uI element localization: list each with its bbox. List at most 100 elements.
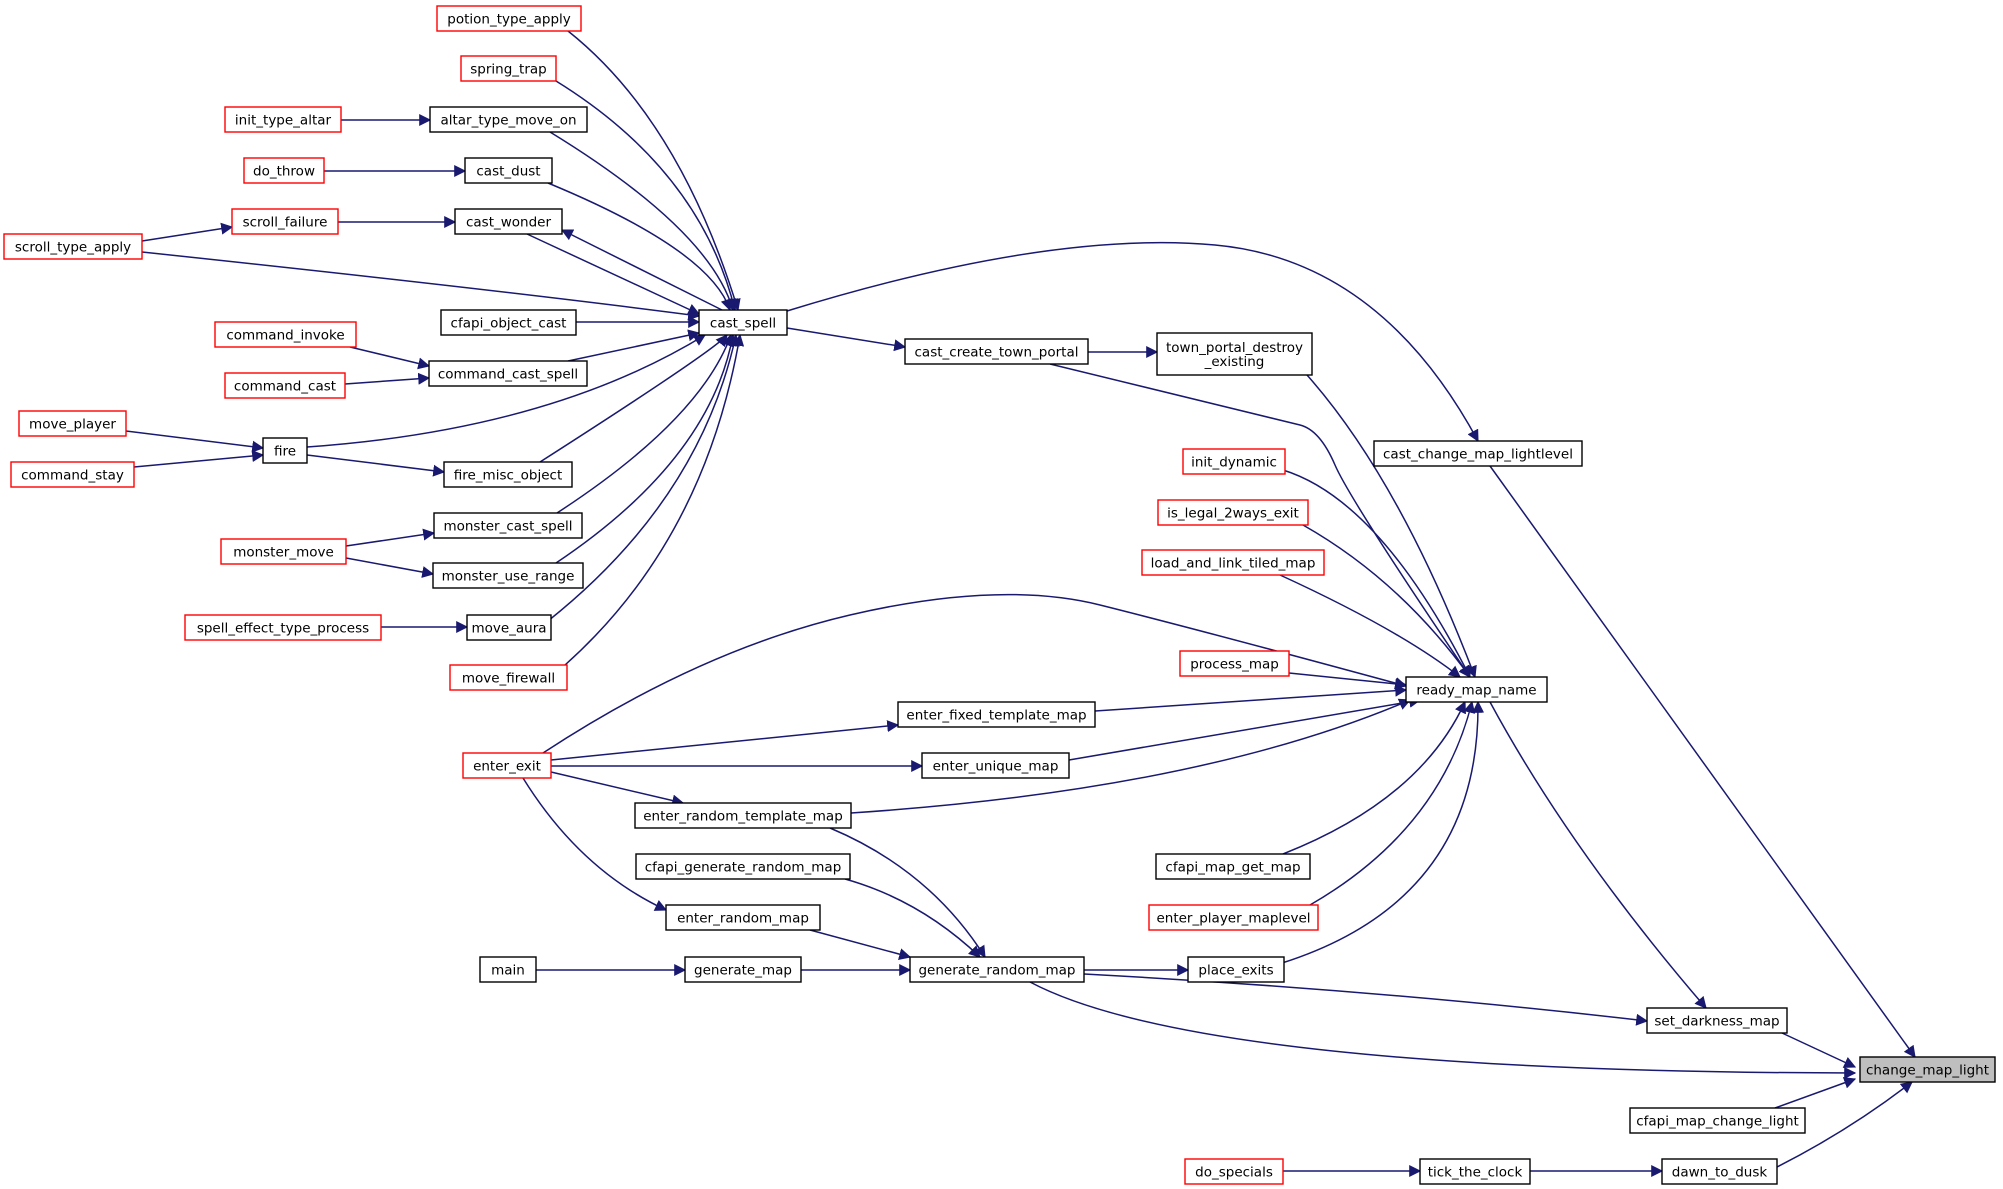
node-box bbox=[909, 956, 1085, 983]
node-box bbox=[1405, 676, 1548, 703]
node-label: move_player bbox=[29, 417, 116, 433]
node-monster-cast-spell[interactable]: monster_cast_spell bbox=[433, 512, 583, 539]
edge-line bbox=[1489, 465, 1916, 1058]
node-generate-map[interactable]: generate_map bbox=[684, 956, 802, 983]
node-cfapi-map-change-light[interactable]: cfapi_map_change_light bbox=[1629, 1107, 1806, 1134]
node-dawn-to-dusk[interactable]: dawn_to_dusk bbox=[1661, 1158, 1778, 1185]
node-enter-unique-map[interactable]: enter_unique_map bbox=[921, 752, 1070, 779]
node-cfapi-map-get-map[interactable]: cfapi_map_get_map bbox=[1155, 853, 1311, 880]
node-box bbox=[1148, 904, 1319, 931]
edge-line bbox=[539, 334, 728, 463]
node-command-cast-spell[interactable]: command_cast_spell bbox=[428, 360, 588, 387]
node-generate-random-map[interactable]: generate_random_map bbox=[909, 956, 1085, 983]
node-label: cfapi_object_cast bbox=[451, 316, 567, 332]
node-potion-type-apply[interactable]: potion_type_apply bbox=[436, 5, 582, 32]
node-cast-change-map-lightlevel[interactable]: cast_change_map_lightlevel bbox=[1373, 440, 1583, 467]
node-label: generate_random_map bbox=[918, 963, 1075, 979]
edge-scroll_type_apply-to-cast_spell bbox=[141, 251, 701, 321]
edge-fire-to-cast_spell bbox=[306, 334, 707, 448]
node-scroll-type-apply[interactable]: scroll_type_apply bbox=[3, 233, 143, 260]
node-command-cast[interactable]: command_cast bbox=[224, 372, 346, 399]
node-label: set_darkness_map bbox=[1654, 1014, 1779, 1030]
node-label: enter_random_map bbox=[677, 911, 809, 927]
node-altar-type-move-on[interactable]: altar_type_move_on bbox=[429, 106, 588, 133]
edge-cast_create_town_portal-to-ready_map_name bbox=[1049, 363, 1471, 678]
node-enter-fixed-template-map[interactable]: enter_fixed_template_map bbox=[897, 701, 1096, 728]
node-enter-random-template-map[interactable]: enter_random_template_map bbox=[634, 802, 852, 829]
node-box bbox=[18, 410, 127, 437]
node-fire-misc-object[interactable]: fire_misc_object bbox=[443, 461, 573, 488]
node-move-player[interactable]: move_player bbox=[18, 410, 127, 437]
edge-line bbox=[786, 327, 907, 352]
node-scroll-failure[interactable]: scroll_failure bbox=[231, 208, 339, 235]
edge-enter_random_map-to-generate_random_map bbox=[809, 929, 912, 960]
edge-line bbox=[560, 229, 723, 311]
node-change-map-light[interactable]: change_map_light bbox=[1859, 1056, 1996, 1083]
edge-cfapi_map_change_light-to-change_map_light bbox=[1774, 1077, 1857, 1109]
node-town-portal-destroy-existing[interactable]: town_portal_destroy_existing bbox=[1156, 332, 1313, 376]
node-do-specials[interactable]: do_specials bbox=[1184, 1158, 1284, 1185]
node-label: altar_type_move_on bbox=[440, 113, 576, 129]
edge-command_invoke-to-command_cast_spell bbox=[349, 346, 431, 370]
node-init-dynamic[interactable]: init_dynamic bbox=[1182, 448, 1286, 475]
node-set-darkness-map[interactable]: set_darkness_map bbox=[1646, 1007, 1788, 1034]
node-enter-exit[interactable]: enter_exit bbox=[462, 752, 552, 779]
edge-line bbox=[1309, 700, 1476, 906]
edge-enter_random_template_map-to-ready_map_name bbox=[850, 698, 1412, 814]
node-move-firewall[interactable]: move_firewall bbox=[449, 664, 568, 691]
node-box bbox=[231, 208, 339, 235]
node-monster-move[interactable]: monster_move bbox=[220, 538, 347, 565]
edge-line bbox=[1288, 672, 1408, 690]
node-box bbox=[449, 664, 568, 691]
nodes-layer: change_map_light cast_change_map_lightlev… bbox=[3, 5, 1996, 1185]
node-move-aura[interactable]: move_aura bbox=[466, 614, 552, 641]
node-spring-trap[interactable]: spring_trap bbox=[460, 55, 557, 82]
node-box bbox=[921, 752, 1070, 779]
node-enter-player-maplevel[interactable]: enter_player_maplevel bbox=[1148, 904, 1319, 931]
node-is-legal-2ways-exit[interactable]: is_legal_2ways_exit bbox=[1157, 499, 1309, 526]
node-box bbox=[1373, 440, 1583, 467]
node-enter-random-map[interactable]: enter_random_map bbox=[665, 904, 821, 931]
node-box bbox=[634, 802, 852, 829]
edge-line bbox=[850, 698, 1412, 814]
node-cast-spell[interactable]: cast_spell bbox=[698, 309, 788, 336]
node-box bbox=[1179, 650, 1290, 677]
edge-fire-to-fire_misc_object bbox=[306, 454, 446, 477]
edge-line bbox=[1282, 469, 1471, 679]
node-place-exits[interactable]: place_exits bbox=[1187, 956, 1285, 983]
edge-line bbox=[1049, 363, 1471, 678]
edge-line bbox=[345, 557, 435, 578]
edge-line bbox=[547, 182, 733, 312]
node-label: main bbox=[491, 963, 525, 979]
node-label: enter_player_maplevel bbox=[1156, 911, 1310, 927]
node-cast-create-town-portal[interactable]: cast_create_town_portal bbox=[904, 338, 1089, 365]
node-command-stay[interactable]: command_stay bbox=[10, 461, 135, 488]
node-spell-effect-type-process[interactable]: spell_effect_type_process bbox=[184, 614, 382, 641]
node-box bbox=[1661, 1158, 1778, 1185]
node-label: tick_the_clock bbox=[1428, 1165, 1523, 1181]
edge-line bbox=[567, 329, 701, 362]
node-main[interactable]: main bbox=[479, 956, 537, 983]
node-tick-the-clock[interactable]: tick_the_clock bbox=[1419, 1158, 1531, 1185]
node-init-type-altar[interactable]: init_type_altar bbox=[224, 106, 342, 133]
node-label: enter_exit bbox=[473, 759, 541, 775]
node-fire[interactable]: fire bbox=[262, 437, 308, 464]
node-box bbox=[1182, 448, 1286, 475]
edge-line bbox=[556, 333, 733, 514]
node-box bbox=[428, 360, 588, 387]
edge-line bbox=[542, 593, 1408, 754]
node-ready-map-name[interactable]: ready_map_name bbox=[1405, 676, 1548, 703]
node-cast-wonder[interactable]: cast_wonder bbox=[454, 208, 563, 235]
edge-enter_random_template_map-to-generate_random_map bbox=[829, 827, 986, 959]
node-cfapi-object-cast[interactable]: cfapi_object_cast bbox=[440, 309, 577, 336]
node-load-and-link-tiled-map[interactable]: load_and_link_tiled_map bbox=[1141, 549, 1325, 576]
node-box bbox=[432, 562, 584, 589]
node-box bbox=[184, 614, 382, 641]
node-process-map[interactable]: process_map bbox=[1179, 650, 1290, 677]
node-command-invoke[interactable]: command_invoke bbox=[214, 321, 357, 348]
node-do-throw[interactable]: do_throw bbox=[243, 157, 325, 184]
node-box bbox=[10, 461, 135, 488]
node-cfapi-generate-random-map[interactable]: cfapi_generate_random_map bbox=[635, 853, 851, 880]
node-cast-dust[interactable]: cast_dust bbox=[464, 157, 553, 184]
node-monster-use-range[interactable]: monster_use_range bbox=[432, 562, 584, 589]
